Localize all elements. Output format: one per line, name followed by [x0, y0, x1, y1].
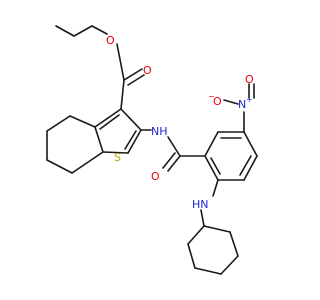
- nitro-negative-charge: −: [208, 92, 215, 101]
- ethyl-group: [55, 25, 108, 37]
- bond: [55, 25, 75, 37]
- nitro-nitrogen-label: N: [238, 98, 246, 111]
- bond: [223, 99, 239, 105]
- bond: [120, 108, 142, 131]
- bond: [200, 209, 205, 227]
- benzene-ring: [204, 131, 258, 181]
- amine-hn-label: HN: [192, 198, 209, 211]
- bond: [167, 155, 181, 172]
- cyclohexene-ring: [46, 115, 104, 174]
- nitro-double-oxygen-label: O: [245, 73, 254, 86]
- bond: [187, 225, 205, 245]
- ester-double-oxygen-label: O: [143, 64, 152, 77]
- bond: [91, 25, 108, 35]
- ester-group: [116, 43, 145, 110]
- bond: [124, 130, 137, 150]
- bond: [120, 79, 125, 110]
- bond: [243, 155, 258, 181]
- bond: [203, 225, 231, 233]
- amide-oxygen-label: O: [151, 170, 160, 183]
- nitro-single-oxygen-label: O: [213, 95, 222, 108]
- cyclohexylamine-group: [187, 179, 239, 275]
- molecule-structure: O O S NH O N + O − O HN: [46, 25, 258, 275]
- bond: [194, 267, 222, 275]
- nitro-positive-charge: +: [246, 95, 253, 104]
- bond: [127, 129, 142, 154]
- bond: [46, 115, 71, 132]
- bond: [94, 126, 104, 153]
- bond: [167, 136, 181, 157]
- thiophene-sulfur-label: S: [114, 151, 121, 164]
- bond: [204, 155, 219, 181]
- bond: [116, 43, 125, 81]
- bond: [69, 115, 96, 128]
- bond: [187, 243, 196, 269]
- bond: [94, 108, 122, 128]
- bond: [220, 255, 239, 275]
- bond: [229, 231, 239, 257]
- nitro-group: [223, 83, 255, 133]
- bond: [239, 155, 252, 176]
- bond: [204, 131, 219, 157]
- bond: [127, 74, 145, 86]
- bond: [123, 68, 143, 81]
- bond: [99, 114, 120, 130]
- ester-single-oxygen-label: O: [106, 34, 115, 47]
- bond: [210, 157, 221, 175]
- bond: [102, 151, 129, 154]
- bond: [243, 131, 258, 157]
- molecule-canvas: O O S NH O N + O − O HN: [46, 25, 258, 275]
- bond: [73, 25, 93, 37]
- thiophene-ring: [94, 108, 142, 154]
- bond: [71, 151, 104, 174]
- bond: [212, 179, 219, 197]
- bond: [162, 152, 176, 169]
- amide-nh-label: NH: [151, 125, 168, 138]
- amide-linkage: [140, 129, 206, 172]
- bond: [46, 159, 73, 174]
